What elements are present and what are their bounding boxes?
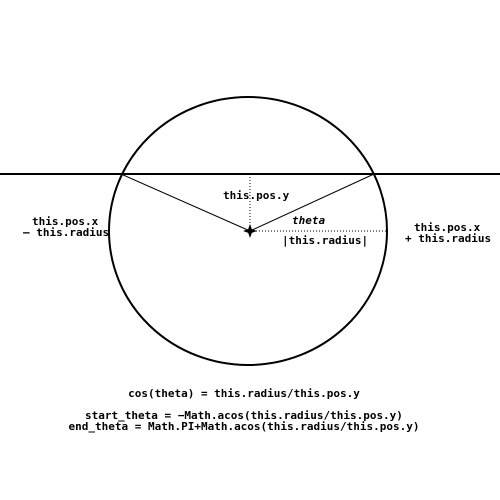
center-point-marker	[243, 224, 257, 238]
theta-label: theta	[292, 214, 325, 227]
circle	[108, 96, 388, 366]
right-x-label-line1: this.pos.x	[414, 221, 481, 234]
left-radius-line	[120, 173, 251, 232]
radius-label: |this.radius|	[282, 234, 368, 247]
cos-theta-equation: cos(theta) = this.radius/this.pos.y	[128, 387, 360, 400]
start-theta-equation: start_theta = −Math.acos(this.radius/thi…	[85, 409, 403, 422]
end-theta-equation: end_theta = Math.PI+Math.acos(this.radiu…	[69, 420, 420, 433]
right-x-label-line2: + this.radius	[405, 232, 491, 245]
pos-y-label: this.pos.y	[223, 189, 290, 202]
left-x-label-line1: this.pos.x	[32, 215, 99, 228]
right-radius-line	[249, 173, 375, 232]
left-x-label-line2: – this.radius	[23, 226, 109, 239]
